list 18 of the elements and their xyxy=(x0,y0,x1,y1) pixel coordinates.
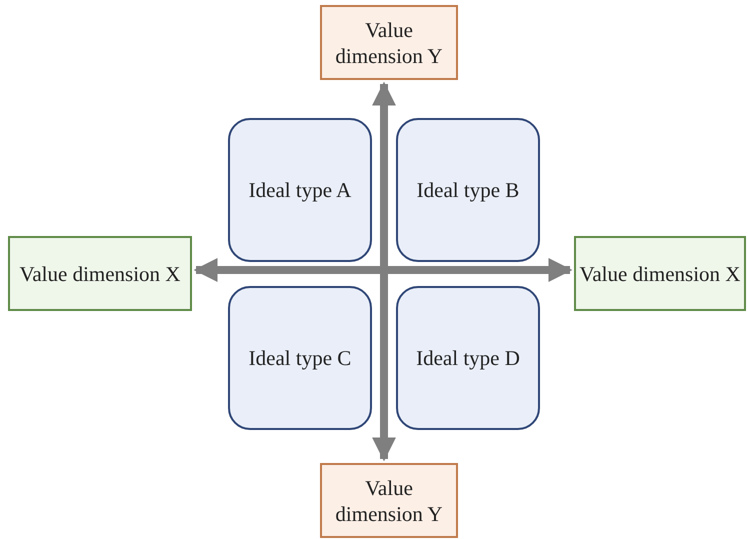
type-label: Ideal type A xyxy=(248,177,352,203)
quadrant-box xyxy=(228,286,372,430)
axis-arrow xyxy=(194,258,572,282)
dimension-label: Value dimension X xyxy=(580,260,740,286)
dimension-label-box xyxy=(8,236,192,311)
type-label: Ideal type D xyxy=(416,345,520,371)
quadrant-box xyxy=(228,118,372,262)
dimension-label: Value dimension X xyxy=(20,260,180,286)
dimension-label-box xyxy=(320,463,458,538)
type-label: Ideal type B xyxy=(416,177,520,203)
dimension-label-box xyxy=(320,5,458,80)
axis-arrow xyxy=(372,82,396,462)
dimension-label: Value dimension Y xyxy=(334,16,444,68)
type-label: Ideal type C xyxy=(248,345,352,371)
quadrant-box xyxy=(396,118,540,262)
dimension-label-box xyxy=(574,236,746,311)
quadrant-box xyxy=(396,286,540,430)
dimension-label: Value dimension Y xyxy=(334,474,444,526)
